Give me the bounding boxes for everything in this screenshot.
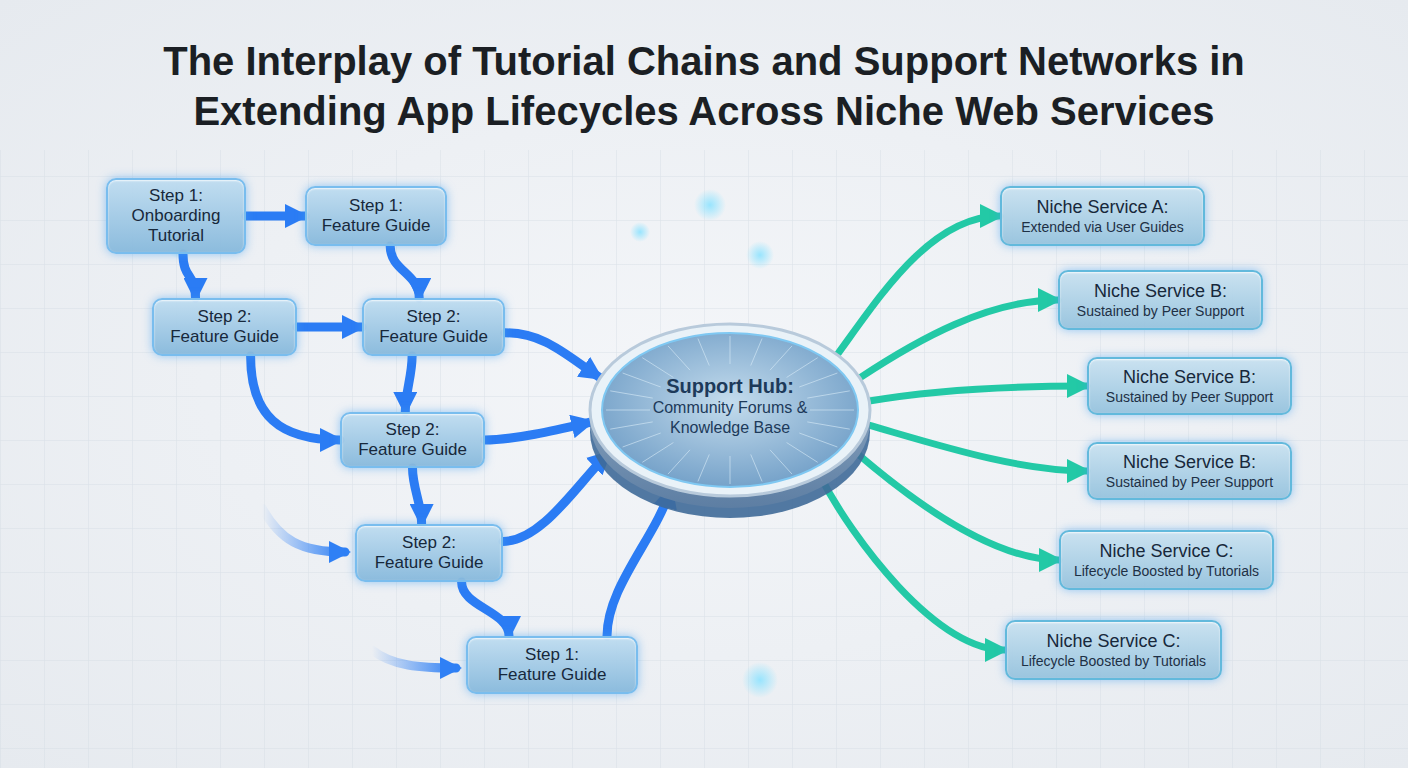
node-body: Feature Guide (170, 327, 279, 347)
tutorial-box: Step 1:Feature Guide (305, 186, 447, 246)
tutorial-arrow (390, 246, 419, 298)
node-body: Onboarding Tutorial (118, 206, 234, 246)
service-arrow (837, 216, 1000, 355)
node-heading: Niche Service B: (1123, 451, 1256, 473)
tutorial-arrow (297, 323, 362, 332)
service-arrow (868, 425, 1087, 471)
node-body: Community Forums & Knowledge Base (635, 398, 825, 438)
node-heading: Step 2: (407, 307, 461, 327)
service-arrow (820, 476, 1005, 650)
tutorial-box: Step 2:Feature Guide (355, 524, 503, 582)
node-heading: Step 2: (386, 420, 440, 440)
tutorial-arrow (607, 488, 671, 636)
service-box: Niche Service B:Sustained by Peer Suppor… (1087, 442, 1292, 500)
tutorial-box: Step 2:Feature Guide (340, 412, 485, 468)
tutorial-arrow (405, 356, 412, 412)
node-heading: Niche Service C: (1099, 540, 1233, 562)
node-body: Sustained by Peer Support (1077, 302, 1244, 320)
tutorial-arrow (462, 582, 509, 636)
node-heading: Step 2: (198, 307, 252, 327)
node-body: Feature Guide (375, 553, 484, 573)
node-body: Lifecycle Boosted by Tutorials (1021, 652, 1206, 670)
node-body: Lifecycle Boosted by Tutorials (1074, 562, 1259, 580)
node-heading: Support Hub: (666, 374, 794, 398)
node-heading: Niche Service B: (1123, 366, 1256, 388)
tutorial-box: Step 2:Feature Guide (362, 298, 505, 356)
node-body: Feature Guide (358, 440, 467, 460)
tutorial-arrow (183, 254, 196, 298)
node-body: Feature Guide (498, 665, 607, 685)
node-body: Extended via User Guides (1021, 218, 1184, 236)
service-box: Niche Service B:Sustained by Peer Suppor… (1087, 357, 1292, 415)
node-heading: Step 1: (525, 645, 579, 665)
service-box: Niche Service C:Lifecycle Boosted by Tut… (1005, 620, 1222, 680)
node-heading: Niche Service A: (1036, 196, 1168, 218)
tutorial-arrow (485, 422, 591, 440)
service-box: Niche Service B:Sustained by Peer Suppor… (1058, 270, 1263, 330)
node-body: Sustained by Peer Support (1106, 388, 1273, 406)
service-arrow (854, 450, 1059, 560)
node-heading: Step 2: (402, 533, 456, 553)
hub-disc-node: Support Hub:Community Forums & Knowledge… (585, 320, 875, 520)
tutorial-arrow (246, 212, 305, 221)
node-body: Sustained by Peer Support (1106, 473, 1273, 491)
node-body: Feature Guide (379, 327, 488, 347)
diagram-title: The Interplay of Tutorial Chains and Sup… (70, 36, 1338, 136)
service-arrow (869, 386, 1087, 401)
tutorial-box: Step 1:Feature Guide (466, 636, 638, 694)
tutorial-box: Step 2:Feature Guide (152, 298, 297, 356)
service-arrow (860, 300, 1058, 378)
tutorial-box: Step 1:Onboarding Tutorial (106, 178, 246, 254)
node-heading: Niche Service B: (1094, 280, 1227, 302)
node-body: Feature Guide (322, 216, 431, 236)
service-box: Niche Service C:Lifecycle Boosted by Tut… (1059, 530, 1274, 590)
tutorial-arrow (413, 468, 422, 524)
tutorial-arrow (505, 333, 600, 378)
service-box: Niche Service A:Extended via User Guides (1000, 186, 1205, 246)
node-heading: Step 1: (349, 196, 403, 216)
tutorial-arrow (251, 356, 340, 440)
node-heading: Niche Service C: (1046, 630, 1180, 652)
node-heading: Step 1: (149, 186, 203, 206)
tutorial-arrow (503, 453, 609, 541)
